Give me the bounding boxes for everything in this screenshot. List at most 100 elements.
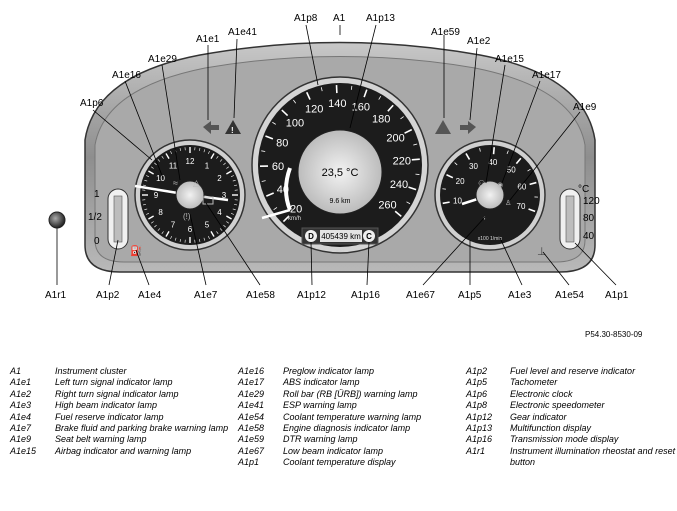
speedo-unit: km/h (288, 216, 301, 222)
dial-tick (226, 170, 232, 175)
dial-tick (387, 104, 394, 112)
dial-tick (406, 201, 411, 205)
legend-code: A1e7 (10, 423, 32, 434)
legend-code: A1p8 (466, 400, 488, 411)
dial-tick-label: 8 (158, 208, 163, 217)
rollbar-icon: △ (193, 178, 200, 188)
dial-tick (363, 89, 368, 98)
legend-description: Coolant temperature display (283, 457, 396, 468)
dial-tick (232, 179, 236, 182)
dial-tick-label: 220 (393, 155, 411, 167)
dial-tick (142, 184, 147, 186)
callout-A1e3: A1e3 (508, 290, 532, 301)
dial-tick (142, 204, 147, 206)
legend-code: A1r1 (466, 445, 486, 456)
legend-code: A1p6 (466, 388, 488, 399)
legend-code: A1e4 (10, 411, 32, 422)
legend-description: DTR warning lamp (283, 434, 358, 445)
dial-tick (174, 237, 177, 241)
callout-A1e29: A1e29 (148, 54, 177, 65)
dial-tick (208, 235, 210, 239)
legend-code: A1e16 (238, 366, 265, 376)
legend-description: Instrument cluster (55, 366, 127, 376)
callout-A1e59: A1e59 (431, 27, 460, 38)
legend-code: A1e67 (238, 445, 265, 456)
dial-tick-label: 240 (390, 179, 408, 191)
dial-tick (150, 166, 154, 169)
dial-tick (442, 201, 450, 205)
dial-tick (203, 149, 206, 153)
coolant-unit: °C (578, 184, 589, 195)
dial-tick-label: 7 (171, 220, 176, 229)
dial-tick (233, 204, 238, 206)
callout-A1p16: A1p16 (351, 290, 380, 301)
dial-tick (230, 213, 234, 215)
dial-tick (404, 128, 413, 134)
legend-description: ABS indicator lamp (283, 377, 360, 388)
legend-description: Coolant temperature warning lamp (283, 411, 422, 422)
callout-A1e17: A1e17 (532, 70, 561, 81)
figure-reference: P54.30-8530-09 (585, 330, 643, 339)
low-beam-icon: ◐ (483, 215, 487, 222)
dial-tick (261, 150, 266, 152)
fuel-tick-label: 0 (94, 236, 100, 247)
legend-description: Left turn signal indicator lamp (55, 377, 173, 388)
dial-tick (293, 99, 297, 104)
legend-code: A1e58 (238, 423, 265, 434)
callout-A1e2: A1e2 (467, 36, 491, 47)
legend-code: A1e1 (10, 377, 32, 388)
dial-tick (350, 85, 353, 90)
dial-tick (320, 87, 323, 92)
dial-tick (223, 224, 226, 228)
dial-tick (148, 215, 154, 220)
legend-code: A1p5 (466, 377, 488, 388)
dial-tick (232, 208, 236, 211)
dial-tick (150, 221, 154, 224)
legend-code: A1e3 (10, 400, 32, 411)
dial-tick (492, 147, 495, 155)
dial-tick (165, 231, 170, 237)
dial-tick (266, 192, 274, 197)
callout-A1e15: A1e15 (495, 54, 524, 65)
dial-tick-label: 40 (488, 158, 497, 167)
legend-code: A1p16 (466, 434, 493, 445)
dial-tick (157, 228, 161, 231)
rheostat-knob (48, 211, 66, 229)
airbag-icon: ⚇ (478, 179, 485, 188)
legend-description: Instrument illumination rheostat and res… (510, 445, 676, 468)
dial-tick (154, 224, 157, 228)
dial-tick (199, 238, 201, 243)
legend-description: Engine diagnosis indicator lamp (283, 423, 411, 434)
dial-tick-label: 180 (372, 114, 390, 126)
dial-tick-label: 200 (386, 132, 404, 144)
dial-tick-label: 5 (205, 220, 210, 229)
dial-tick (527, 168, 531, 172)
dial-tick (261, 180, 266, 182)
tacho-unit: x100 1/min (478, 236, 503, 242)
legend-description: Transmission mode display (510, 434, 619, 445)
dial-tick (210, 153, 215, 159)
dial-tick (223, 162, 226, 166)
dial-tick (161, 231, 164, 235)
dial-tick-label: 70 (517, 202, 526, 211)
callout-A1p8: A1p8 (294, 13, 318, 24)
dial-tick (273, 207, 278, 211)
dial-tick (479, 148, 481, 152)
left-turn-signal-icon (203, 121, 219, 134)
dial-tick-label: 50 (507, 166, 516, 175)
legend-code: A1e9 (10, 434, 32, 445)
